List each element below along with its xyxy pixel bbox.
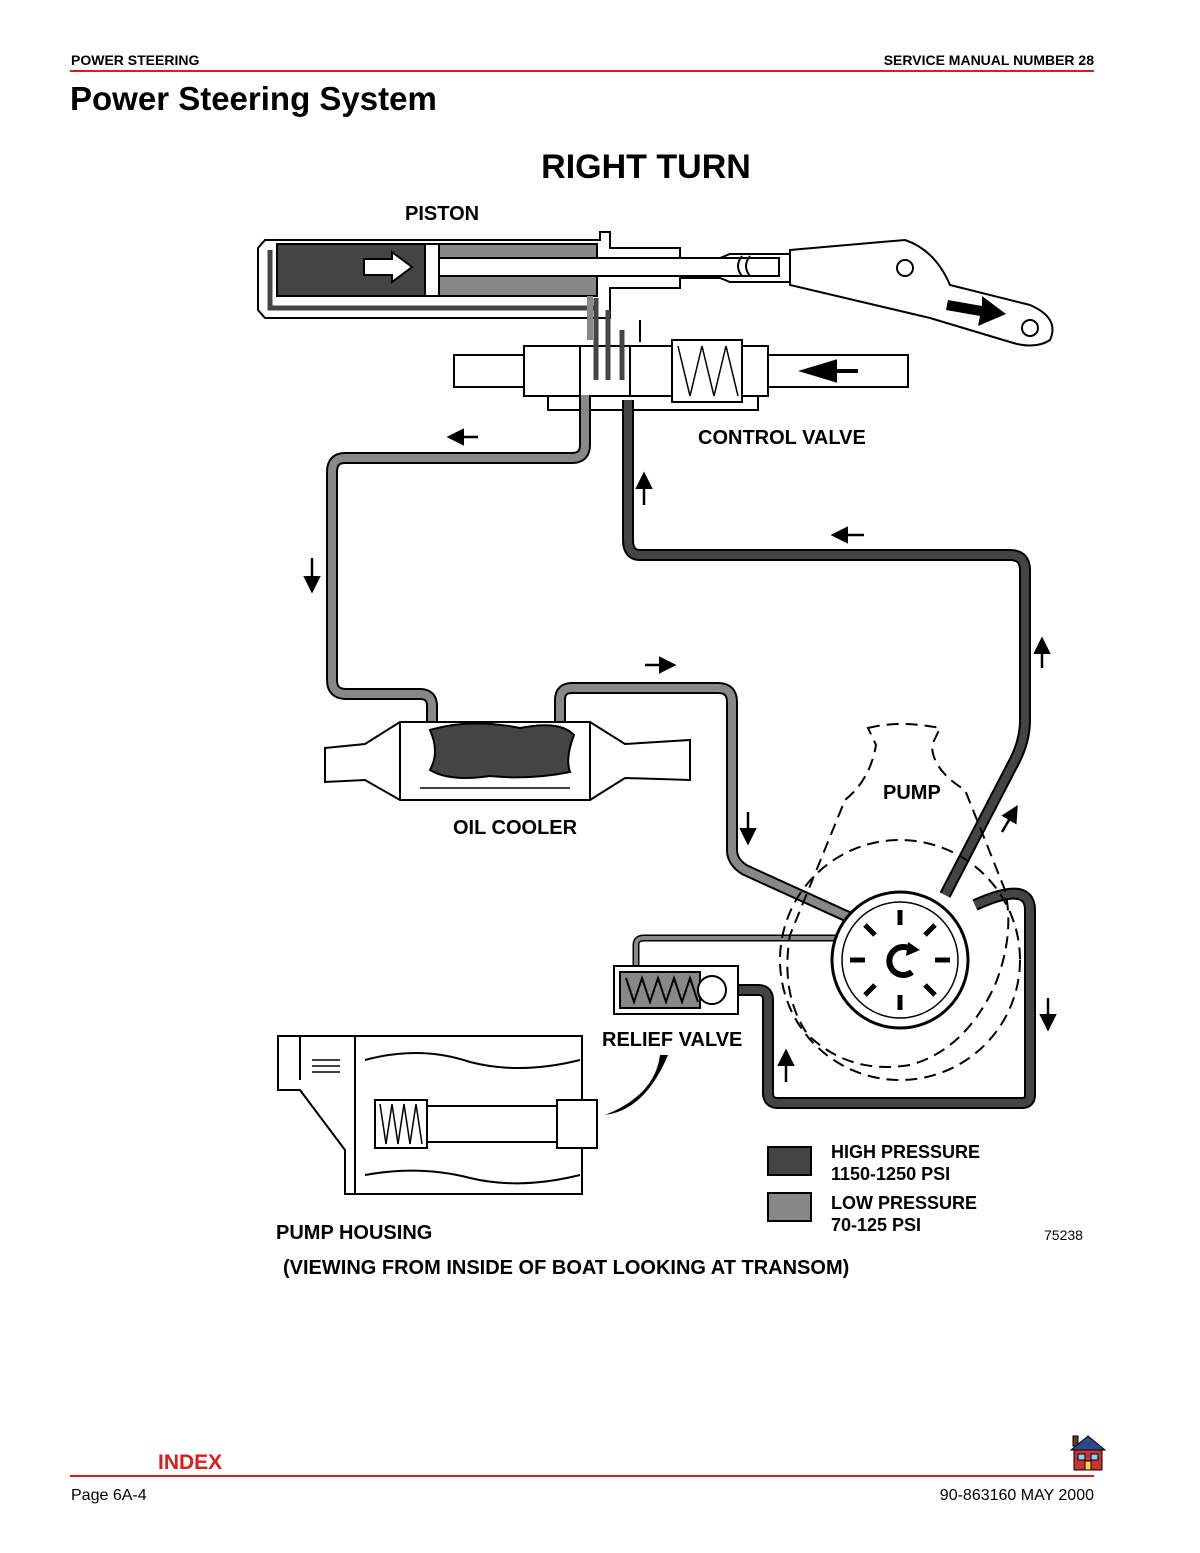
legend-high-label: HIGH PRESSURE — [831, 1142, 980, 1162]
pressure-legend: HIGH PRESSURE 1150-1250 PSI LOW PRESSURE… — [767, 1142, 980, 1235]
cooler-to-pump-line — [556, 684, 857, 924]
label-pump-housing: PUMP HOUSING — [276, 1222, 432, 1244]
steering-cylinder — [257, 231, 791, 340]
label-relief-valve: RELIEF VALVE — [602, 1029, 742, 1051]
relief-valve — [605, 965, 739, 1115]
control-valve — [453, 310, 909, 411]
relief-loop — [715, 889, 1034, 1107]
pressure-line — [624, 400, 1029, 897]
page-title: Power Steering System — [70, 80, 437, 117]
legend-swatch-high — [767, 1146, 812, 1176]
flow-arrow-icon — [1000, 804, 1018, 833]
header-manual-number: SERVICE MANUAL NUMBER 28 — [883, 52, 1094, 68]
label-control-valve: CONTROL VALVE — [698, 427, 866, 449]
page-number: Page 6A-4 — [71, 1487, 147, 1504]
label-piston: PISTON — [405, 203, 479, 225]
return-line-outline — [326, 395, 591, 722]
header-section: POWER STEERING — [71, 52, 200, 68]
valve-direction-arrow — [798, 359, 858, 383]
footer-rule — [70, 1475, 1094, 1477]
oil-cooler — [324, 721, 691, 801]
cooler-cutaway — [428, 722, 576, 779]
piston-direction-arrow — [363, 250, 414, 284]
document-number-date: 90-863160 MAY 2000 — [939, 1487, 1094, 1504]
flow-arrows — [303, 428, 1057, 1082]
steering-arm — [789, 238, 1054, 347]
label-oil-cooler: OIL COOLER — [453, 817, 578, 839]
house-icon[interactable] — [1069, 1432, 1107, 1472]
bypass-line — [634, 936, 850, 970]
legend-low-range: 70-125 PSI — [831, 1215, 921, 1235]
piston-rod — [438, 257, 780, 277]
legend-swatch-low — [767, 1192, 812, 1222]
relief-valve-callout-arrow — [605, 1055, 668, 1115]
legend-high-range: 1150-1250 PSI — [831, 1164, 950, 1184]
return-line — [328, 395, 589, 722]
diagram-title: RIGHT TURN — [541, 148, 751, 186]
header-rule — [70, 70, 1094, 72]
pump-housing — [277, 1035, 598, 1195]
pump — [779, 723, 1021, 1081]
label-pump: PUMP — [883, 782, 941, 804]
legend-low-label: LOW PRESSURE — [831, 1193, 977, 1213]
figure-number: 75238 — [1044, 1227, 1083, 1243]
pressure-line-outline — [622, 400, 1031, 898]
piston-head — [424, 243, 440, 297]
index-link[interactable]: INDEX — [158, 1451, 223, 1474]
diagram-caption: (VIEWING FROM INSIDE OF BOAT LOOKING AT … — [283, 1257, 849, 1279]
arm-direction-arrow — [946, 296, 1006, 326]
